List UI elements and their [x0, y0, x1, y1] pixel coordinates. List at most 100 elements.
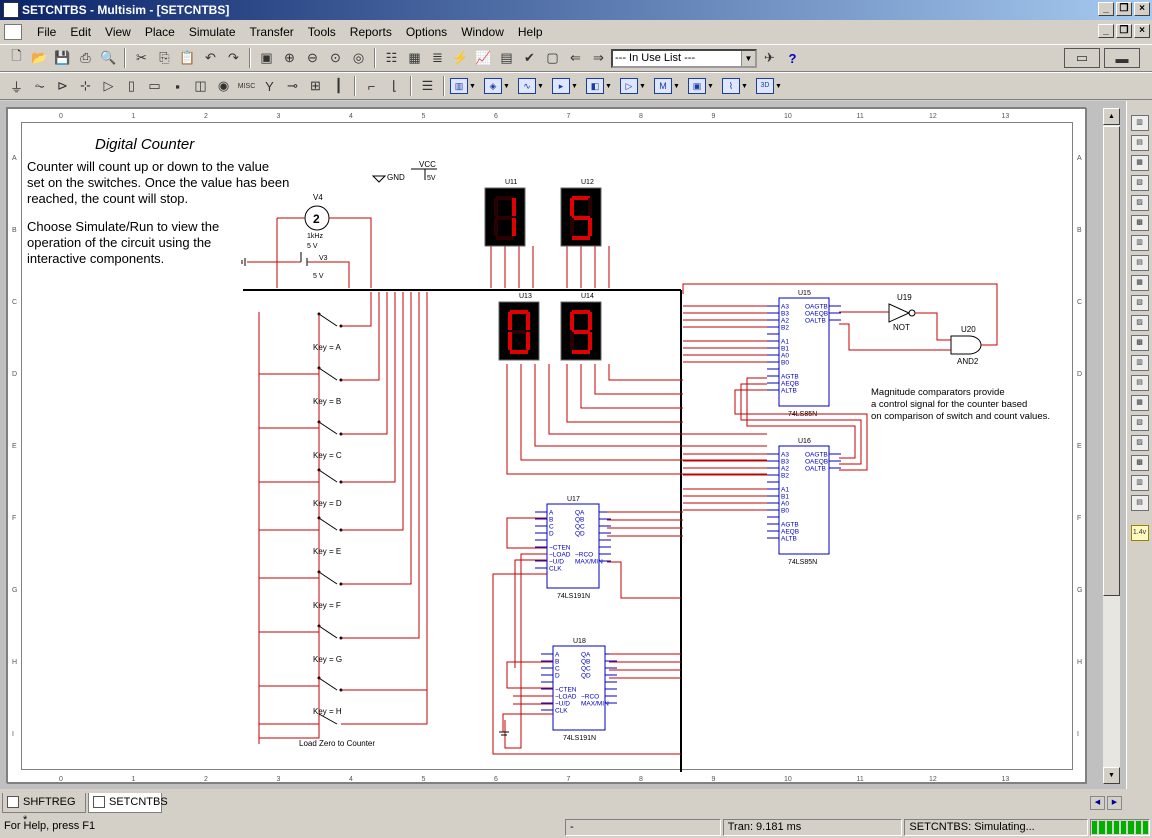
multimeter-group-button[interactable]: ▥▼	[450, 76, 482, 96]
document-icon[interactable]	[4, 24, 22, 40]
project-view-icon[interactable]: ☷	[385, 50, 398, 65]
copy-icon[interactable]: ⎘	[159, 50, 170, 65]
3d-group-button[interactable]: 3D▼	[756, 76, 788, 96]
instrument-3-icon[interactable]: ▦	[1130, 155, 1149, 171]
help-icon[interactable]: ?	[788, 50, 797, 66]
chip-u16[interactable]: U16A3B3A2B2A1B1A0B0AGTBAEQBALTBOAGTBOAEQ…	[767, 438, 841, 566]
bode-plotter-group-button[interactable]: ▸▼	[552, 76, 584, 96]
redo-icon[interactable]: ↷	[228, 50, 239, 65]
pause-switch-icon[interactable]: ▬	[1104, 48, 1140, 68]
cmos-icon[interactable]: ▭	[148, 78, 161, 93]
mdi-close-button[interactable]: ×	[1134, 24, 1150, 38]
seven-segment-display-u12[interactable]: U12	[560, 179, 602, 247]
clock-source[interactable]: V4 2 1kHz 5 V	[304, 193, 330, 250]
analog-icon[interactable]: ▷	[103, 78, 114, 93]
scroll-thumb[interactable]	[1103, 126, 1120, 596]
bus-icon[interactable]: ┃	[334, 78, 343, 93]
tab-shftreg[interactable]: SHFTREG *	[2, 793, 86, 826]
iv-analyzer-group-button[interactable]: ▣▼	[688, 76, 720, 96]
wire-icon[interactable]: ⌊	[391, 78, 398, 93]
mdi-restore-button[interactable]: ❐	[1116, 24, 1132, 38]
instrument-6-icon[interactable]: ▩	[1130, 215, 1149, 231]
tab-setcntbs[interactable]: SETCNTBS	[88, 793, 168, 813]
run-switch-icon[interactable]: ▭	[1064, 48, 1100, 68]
seven-segment-display-u14[interactable]: U14	[560, 293, 602, 361]
menu-place[interactable]: Place	[144, 25, 175, 39]
menu-window[interactable]: Window	[461, 25, 504, 39]
component-wizard-icon[interactable]: ⚡	[452, 50, 469, 65]
source-icon[interactable]: ⏚	[9, 79, 23, 95]
hierarchical-icon[interactable]: ⊞	[310, 78, 321, 93]
mixed-icon[interactable]: ◫	[194, 78, 207, 93]
basic-icon[interactable]: ⏦	[34, 78, 45, 93]
misc-digital-icon[interactable]: ▪	[175, 78, 180, 94]
instrument-14-icon[interactable]: ▤	[1130, 375, 1149, 391]
minimize-button[interactable]: _	[1098, 2, 1114, 16]
scroll-up-icon[interactable]: ▲	[1103, 108, 1120, 125]
instrument-4-icon[interactable]: ▧	[1130, 175, 1149, 191]
logic-analyzer-group-button[interactable]: ▷▼	[620, 76, 652, 96]
ground-symbol[interactable]: GND	[371, 173, 405, 183]
zoom-area-icon[interactable]: ⊙	[330, 50, 341, 65]
postprocessor-icon[interactable]: ▤	[500, 50, 513, 65]
menu-options[interactable]: Options	[405, 25, 448, 39]
rf-icon[interactable]: Y	[265, 78, 274, 94]
instrument-15-icon[interactable]: ▦	[1130, 395, 1149, 411]
chip-u18[interactable]: U18ABCD~CTEN~LOAD~U/DCLKQAQBQCQD~RCOMAX/…	[541, 638, 617, 742]
print-preview-icon[interactable]: 🔍	[100, 50, 117, 65]
back-annotate-icon[interactable]: ⇐	[570, 50, 581, 65]
switch-6[interactable]: Key = F	[258, 322, 412, 638]
close-button[interactable]: ×	[1134, 2, 1150, 16]
transistor-icon[interactable]: ⊹	[80, 78, 91, 93]
spectrum-analyzer-group-button[interactable]: ⌇▼	[722, 76, 754, 96]
menu-view[interactable]: View	[105, 25, 131, 39]
database-icon[interactable]: ≣	[432, 50, 443, 65]
menu-help[interactable]: Help	[517, 25, 543, 39]
indicator-icon[interactable]: ◉	[217, 78, 230, 93]
not-gate-u19[interactable]: U19 NOT	[888, 293, 916, 332]
grapher-icon[interactable]: 📈	[475, 50, 492, 65]
misc-icon[interactable]: MISC	[237, 82, 256, 90]
seven-segment-display-u13[interactable]: U13	[498, 293, 540, 361]
diode-icon[interactable]: ⊳	[57, 78, 68, 93]
battery-v3[interactable]: V3 5 V	[300, 252, 328, 280]
zoom-fit-icon[interactable]: ◎	[352, 50, 365, 65]
and-gate-u20[interactable]: U20 AND2	[950, 325, 982, 366]
switch-8[interactable]: Key = H	[258, 322, 428, 744]
chevron-down-icon[interactable]: ▼	[741, 50, 755, 66]
instrument-16-icon[interactable]: ▧	[1130, 415, 1149, 431]
zoom-out-icon[interactable]: ⊖	[307, 50, 318, 65]
paste-icon[interactable]: 📋	[179, 50, 196, 65]
word-generator-group-button[interactable]: ◧▼	[586, 76, 618, 96]
new-icon[interactable]: 🗋	[11, 48, 22, 63]
full-screen-icon[interactable]: ▣	[260, 50, 273, 65]
instrument-12-icon[interactable]: ▩	[1130, 335, 1149, 351]
restore-button[interactable]: ❐	[1116, 2, 1132, 16]
zoom-in-icon[interactable]: ⊕	[284, 50, 295, 65]
chip-u17[interactable]: U17ABCD~CTEN~LOAD~U/DCLKQAQBQCQD~RCOMAX/…	[535, 496, 611, 600]
instrument-17-icon[interactable]: ▨	[1130, 435, 1149, 451]
switch-1[interactable]: Key = A	[258, 312, 372, 380]
scroll-down-icon[interactable]: ▼	[1103, 767, 1120, 784]
instrument-7-icon[interactable]: ▥	[1130, 235, 1149, 251]
open-icon[interactable]: 📂	[31, 50, 48, 65]
instrument-2-icon[interactable]: ▤	[1130, 135, 1149, 151]
chip-u15[interactable]: U15A3B3A2B2A1B1A0B0AGTBAEQBALTBOAGTBOAEQ…	[767, 290, 841, 418]
menu-simulate[interactable]: Simulate	[188, 25, 236, 39]
bus-vector-icon[interactable]: ☰	[421, 78, 434, 93]
instrument-18-icon[interactable]: ▩	[1130, 455, 1149, 471]
instrument-20-icon[interactable]: ▤	[1130, 495, 1149, 511]
vcc-symbol[interactable]: VCC 5V	[411, 160, 437, 182]
edu-web-icon[interactable]: ✈	[764, 50, 775, 65]
save-icon[interactable]: 💾	[54, 50, 71, 65]
instrument-19-icon[interactable]: ▥	[1130, 475, 1149, 491]
oscilloscope-group-button[interactable]: ∿▼	[518, 76, 550, 96]
capture-icon[interactable]: ▢	[546, 50, 559, 65]
print-icon[interactable]: ⎙	[80, 50, 91, 65]
forward-annotate-icon[interactable]: ⇒	[593, 50, 604, 65]
logic-converter-group-button[interactable]: M▼	[654, 76, 686, 96]
scroll-right-icon[interactable]: ▶	[1107, 796, 1122, 810]
ttl-icon[interactable]: ▯	[127, 78, 136, 93]
